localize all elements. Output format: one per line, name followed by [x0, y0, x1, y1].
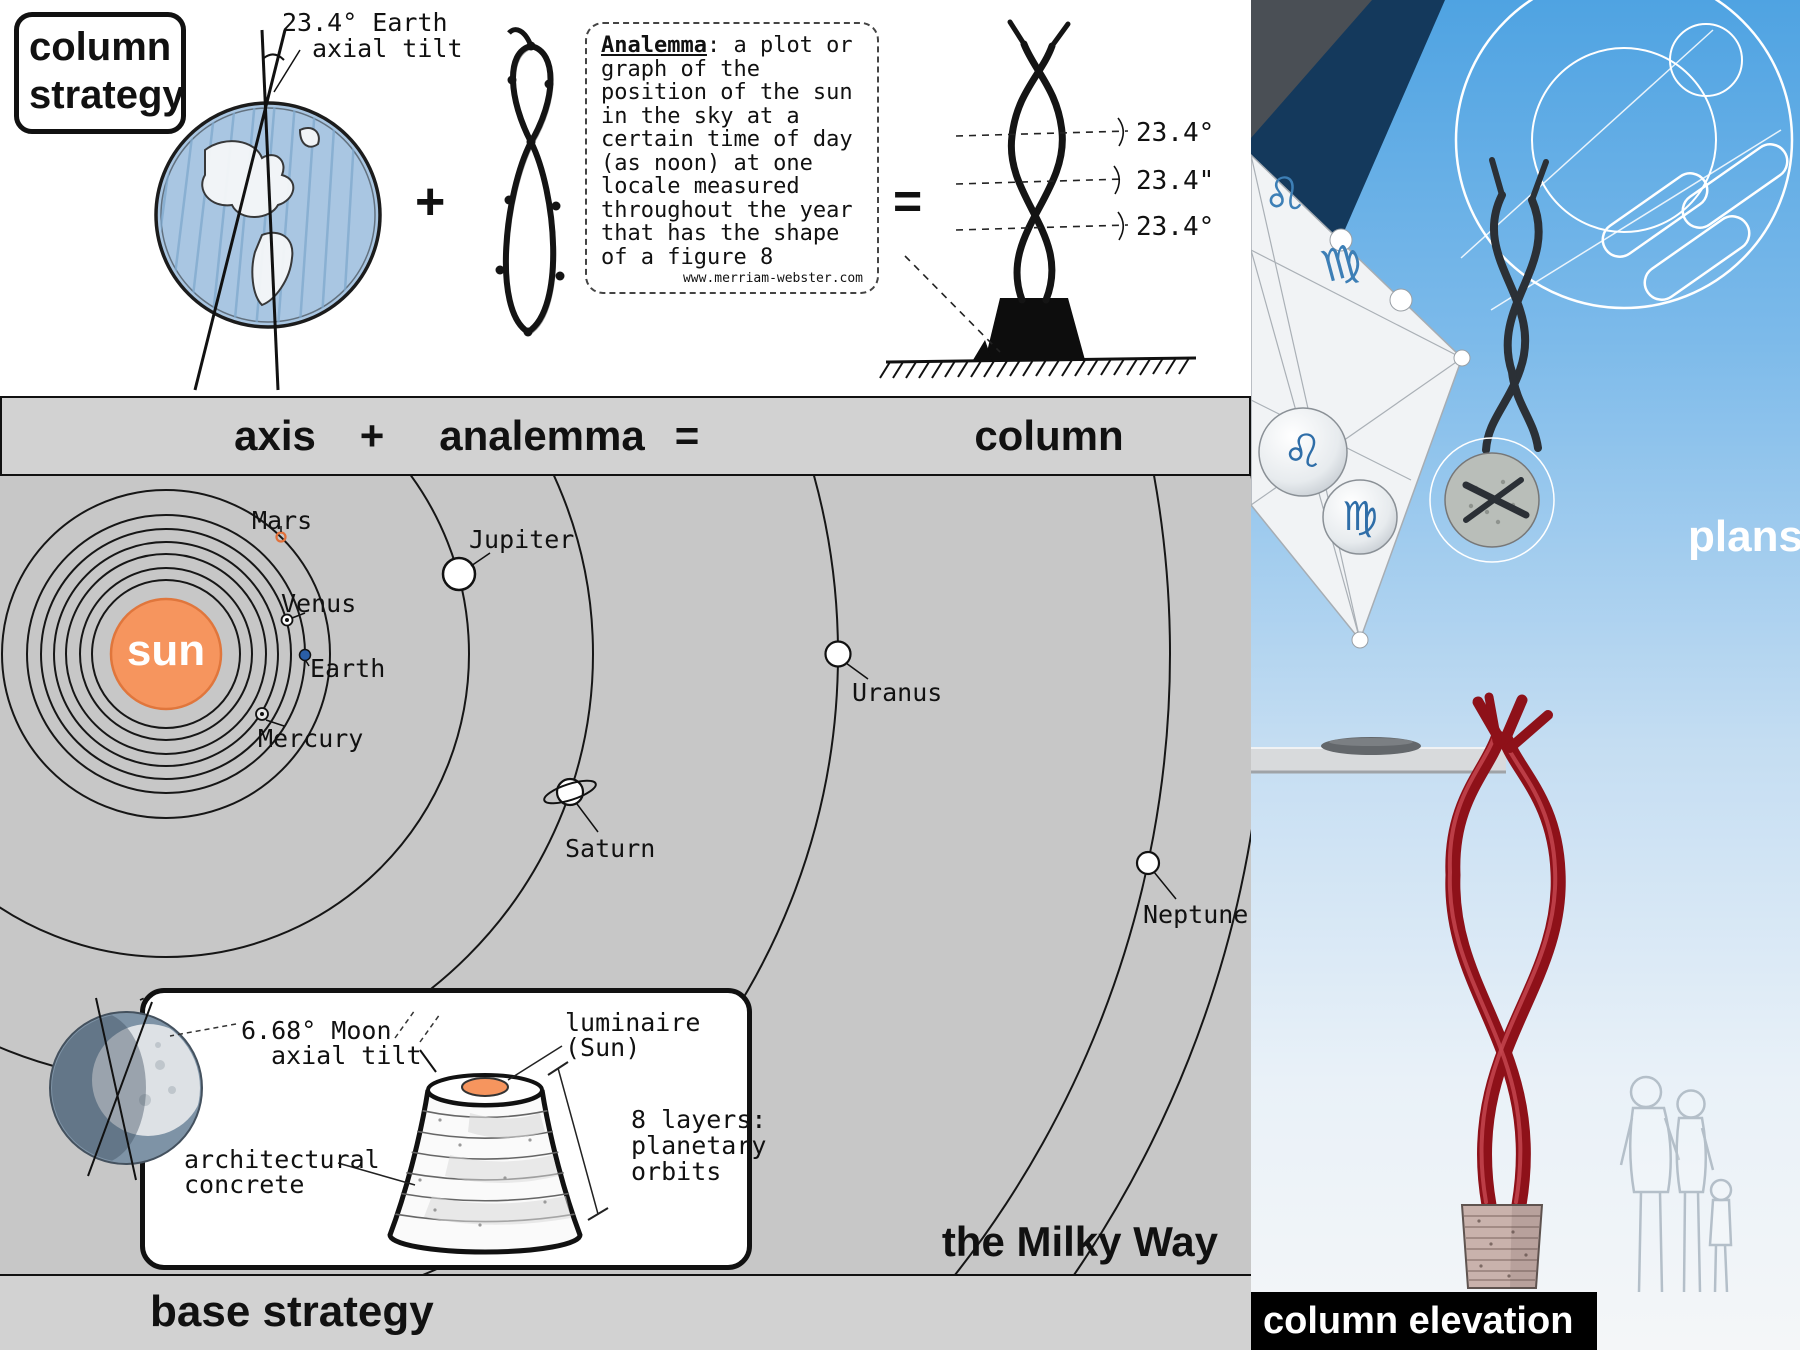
luminaire-line2: (Sun) [565, 1033, 641, 1062]
base-plan-icon [1429, 437, 1555, 563]
label-jupiter: Jupiter [469, 525, 575, 554]
plans-label: plans [1688, 512, 1800, 561]
zodiac-virgo-sphere-icon: ♍ [1342, 494, 1378, 540]
plan-wireframe [1454, 0, 1794, 311]
uranus-icon [824, 640, 852, 668]
definition-source: www.merriam-webster.com [682, 271, 863, 287]
sun-icon [109, 597, 223, 711]
title-line-1: column [29, 25, 172, 69]
planet-icons [255, 531, 1161, 876]
formula-banner: axis + analemma = column [0, 396, 1251, 476]
concrete-line2: concrete [184, 1170, 305, 1199]
lattice-structure [1251, 153, 1471, 649]
definition-term: Analemma [601, 33, 707, 58]
angle-label-2: 23.4" [1136, 166, 1215, 196]
jupiter-icon [441, 556, 477, 592]
layers-line3: orbits [631, 1157, 722, 1186]
callout-leaders [337, 1045, 563, 1186]
definition-body: : a plot or graph of the position of the… [601, 33, 853, 270]
mars-icon [275, 531, 287, 543]
analemma-sketch-icon [495, 27, 565, 337]
label-saturn: Saturn [565, 834, 656, 863]
formula-equals: = [674, 412, 700, 459]
moon-tilt-line2: axial tilt [271, 1041, 422, 1070]
definition-box: Analemma: a plot or graph of the positio… [585, 22, 879, 294]
zodiac-sphere-2 [1322, 479, 1398, 555]
base-strategy-title: base strategy [150, 1287, 434, 1336]
zodiac-sphere-1 [1258, 407, 1348, 497]
title-line-2: strategy [29, 73, 185, 117]
base-strategy-banner: base strategy [0, 1274, 1251, 1350]
moon-annotation-leaders [169, 1009, 441, 1043]
base-detail-art [49, 991, 609, 1255]
earth-tilt-label-line1: 23.4° Earth [282, 8, 448, 37]
earth-sketch-icon [154, 29, 382, 391]
elevation-render-art [1251, 0, 1794, 1293]
dimension-marks [547, 1061, 609, 1221]
earth-icon [298, 648, 312, 662]
corner-triangle [1251, 0, 1372, 138]
concept-sketches [154, 19, 1197, 391]
layers-line1: 8 layers: [631, 1105, 767, 1134]
label-mercury: Mercury [258, 724, 364, 753]
neptune-icon [1135, 850, 1161, 876]
people-silhouettes [1619, 1075, 1733, 1293]
planet-leader-lines [265, 526, 1177, 900]
luminaire-icon [461, 1077, 509, 1097]
formula-axis: axis [234, 412, 316, 459]
red-column-icon [1445, 692, 1566, 1213]
angle-label-3: 23.4° [1136, 212, 1215, 242]
galaxy-label: the Milky Way [941, 1218, 1218, 1265]
label-neptune: Neptune [1143, 900, 1249, 929]
sun-label: sun [126, 626, 206, 675]
title-box: column strategy [14, 12, 186, 134]
formula-column: column [974, 412, 1124, 459]
plus-operator: + [415, 173, 446, 231]
zodiac-leo-sphere-icon: ♌ [1282, 424, 1324, 478]
formula-analemma: analemma [439, 412, 645, 459]
equals-operator: = [893, 173, 923, 229]
label-venus: Venus [281, 589, 357, 618]
layers-line2: planetary [631, 1131, 767, 1160]
pedestal-icon [1460, 1204, 1544, 1289]
concrete-base-icon [387, 1049, 583, 1255]
elevation-banner: column elevation [1251, 1292, 1597, 1350]
definition-text: Analemma: a plot or graph of the positio… [601, 34, 863, 269]
concrete-line1: architectural [184, 1145, 380, 1174]
label-mars: Mars [252, 506, 313, 535]
luminaire-line1: luminaire [565, 1008, 701, 1037]
label-uranus: Uranus [852, 678, 943, 707]
moon-tilt-line1: 6.68° Moon [241, 1016, 392, 1045]
solar-system-art [0, 476, 1251, 1274]
formula-plus: + [359, 412, 385, 459]
moon-photo-icon [49, 991, 203, 1181]
roof-slab [1251, 737, 1506, 774]
column-sketch-icon [879, 19, 1197, 379]
column-plan-sketch [1482, 157, 1549, 454]
earth-tilt-label-line2: axial tilt [312, 34, 463, 63]
angle-label-1: 23.4° [1136, 118, 1215, 148]
label-earth: Earth [310, 654, 386, 683]
